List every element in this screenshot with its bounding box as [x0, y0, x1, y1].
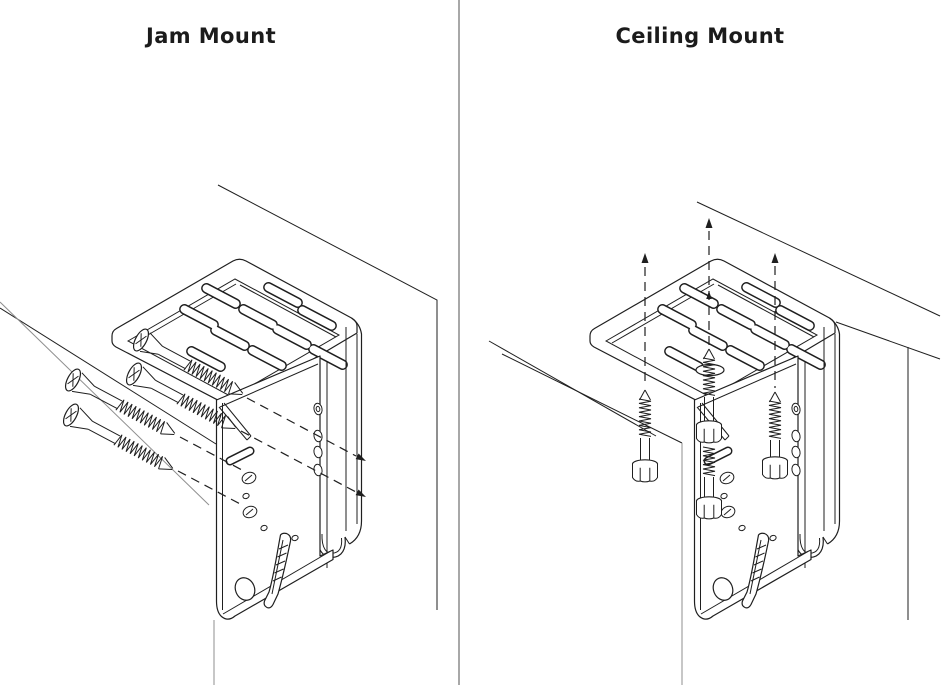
wood-screw-4	[59, 401, 179, 481]
ceiling-left-lower-edge	[501, 353, 683, 444]
ceiling-front-edge	[835, 321, 941, 360]
panel-divider	[458, 0, 460, 685]
bolt-trajectory-lines	[641, 218, 779, 388]
jam-mount-title: Jam Mount	[145, 24, 277, 48]
jam-mount-diagram	[0, 184, 438, 685]
lag-bolts	[631, 348, 789, 520]
up-arrow-icon	[641, 253, 649, 263]
ceiling-wall	[488, 201, 941, 685]
ceiling-mount-title: Ceiling Mount	[615, 24, 785, 48]
ceiling-mount-diagram	[488, 201, 941, 685]
up-arrow-icon	[705, 218, 713, 228]
lag-bolt-1	[631, 389, 659, 483]
wood-screw-3	[61, 366, 181, 446]
screw-trajectory-lines	[177, 397, 366, 507]
direction-arrow-icon	[355, 453, 366, 461]
up-arrow-icon	[771, 253, 779, 263]
lag-bolt-3	[761, 391, 789, 480]
up-arrow-icon	[706, 291, 712, 299]
lag-bolt-2	[695, 348, 723, 520]
door-jamb-wall	[0, 184, 438, 685]
wall-front-edge	[0, 301, 210, 506]
ceiling-back-edge	[696, 201, 941, 317]
wall-left-edge	[0, 307, 217, 445]
mounting-bracket	[112, 259, 362, 619]
hex-nut	[695, 420, 723, 444]
wall-top-edge	[217, 184, 438, 610]
direction-arrow-icon	[355, 489, 366, 497]
